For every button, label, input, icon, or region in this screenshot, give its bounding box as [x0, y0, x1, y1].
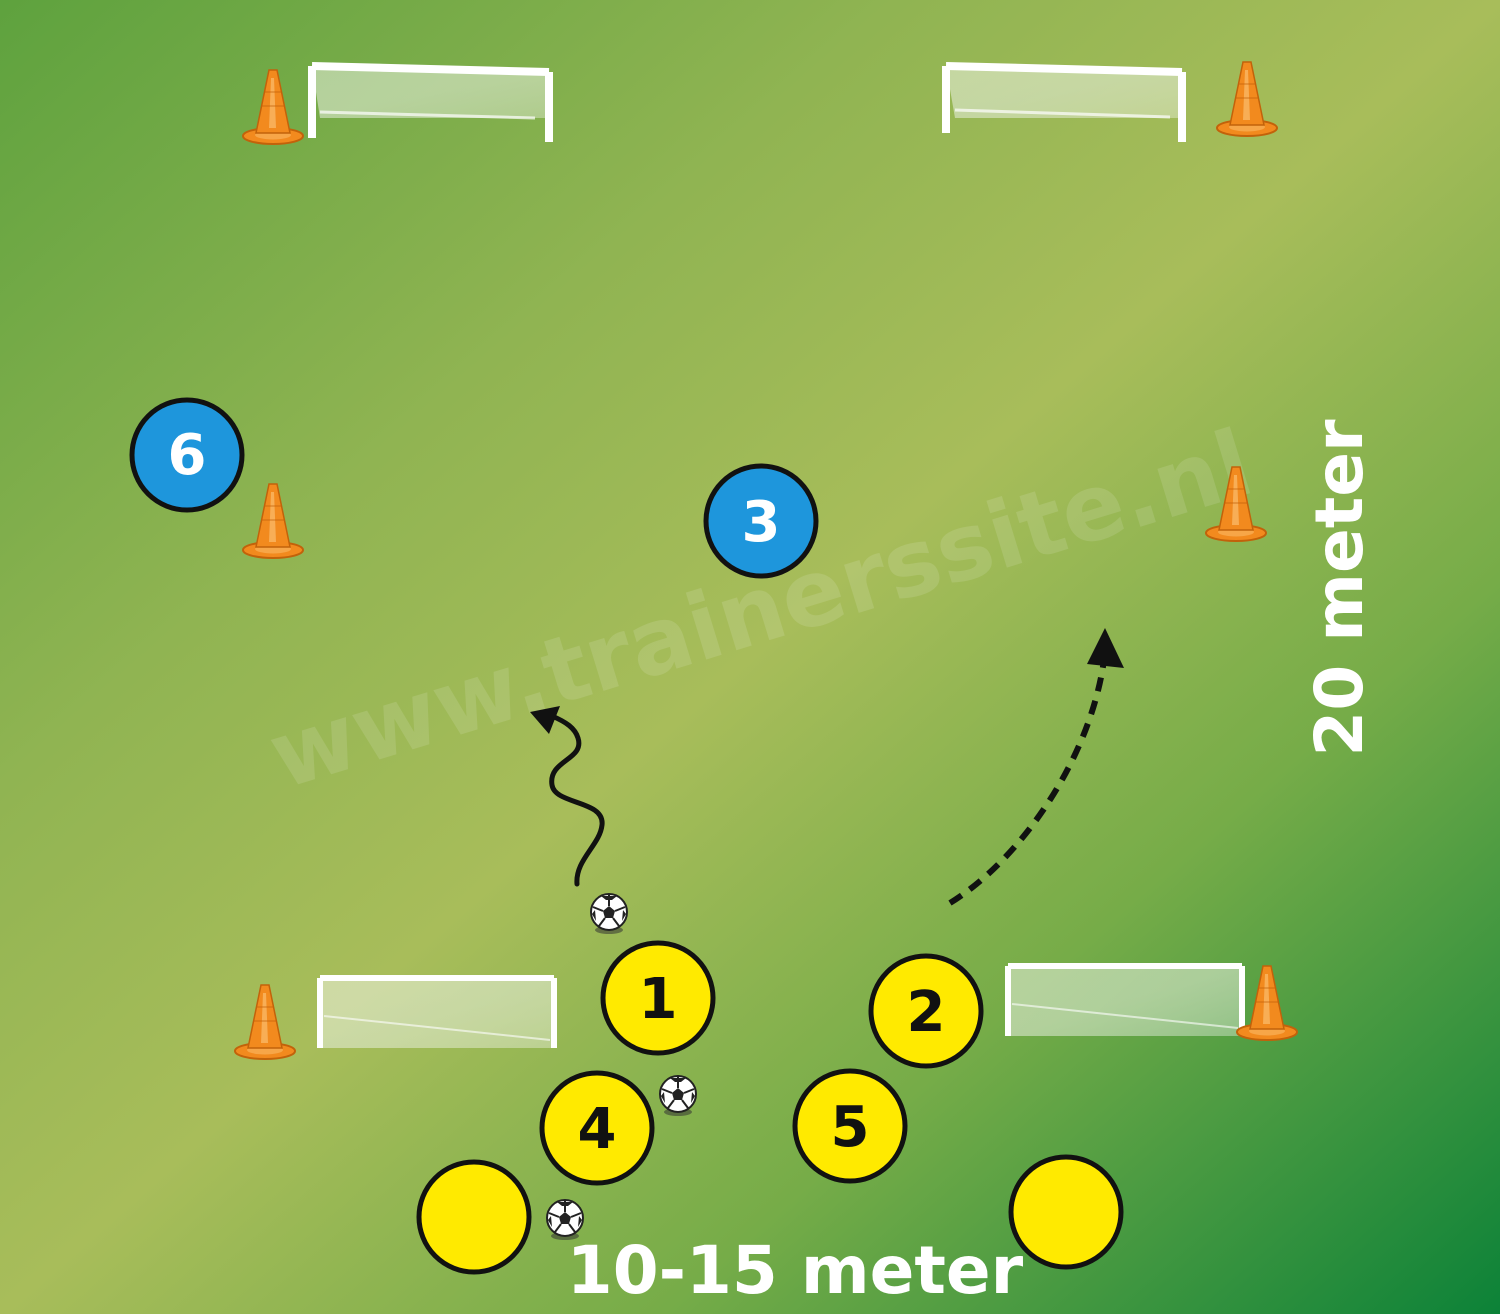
player-yellow-1: 1 — [600, 940, 716, 1056]
player-blue-6: 6 — [129, 397, 245, 513]
player-number: 3 — [742, 490, 781, 555]
player-yellow-2: 2 — [868, 953, 984, 1069]
dribble-arrow-icon — [530, 706, 605, 887]
player-yellow-5: 5 — [792, 1068, 908, 1184]
run-arrow-icon — [948, 628, 1124, 906]
player-number: 6 — [168, 423, 207, 488]
width-label: 10-15 meter — [567, 1232, 1024, 1309]
goal-bottom-left — [317, 975, 557, 1048]
player-number: 1 — [639, 967, 678, 1032]
length-label: 20 meter — [1301, 419, 1378, 757]
player-yellow-unnumbered-right — [1008, 1154, 1124, 1270]
goal-icon — [308, 62, 553, 142]
goal-top-right — [942, 62, 1186, 142]
goal-top-left — [308, 62, 553, 142]
player-yellow-unnumbered-left — [416, 1159, 532, 1275]
player-number: 5 — [831, 1095, 870, 1160]
goal-icon — [317, 975, 557, 1048]
goal-icon — [1005, 963, 1245, 1036]
player-number: 4 — [578, 1097, 617, 1162]
goal-bottom-right — [1005, 963, 1245, 1036]
player-number: 2 — [907, 980, 946, 1045]
player-yellow-4: 4 — [539, 1070, 655, 1186]
player-blue-3: 3 — [703, 463, 819, 579]
goal-icon — [942, 62, 1186, 142]
